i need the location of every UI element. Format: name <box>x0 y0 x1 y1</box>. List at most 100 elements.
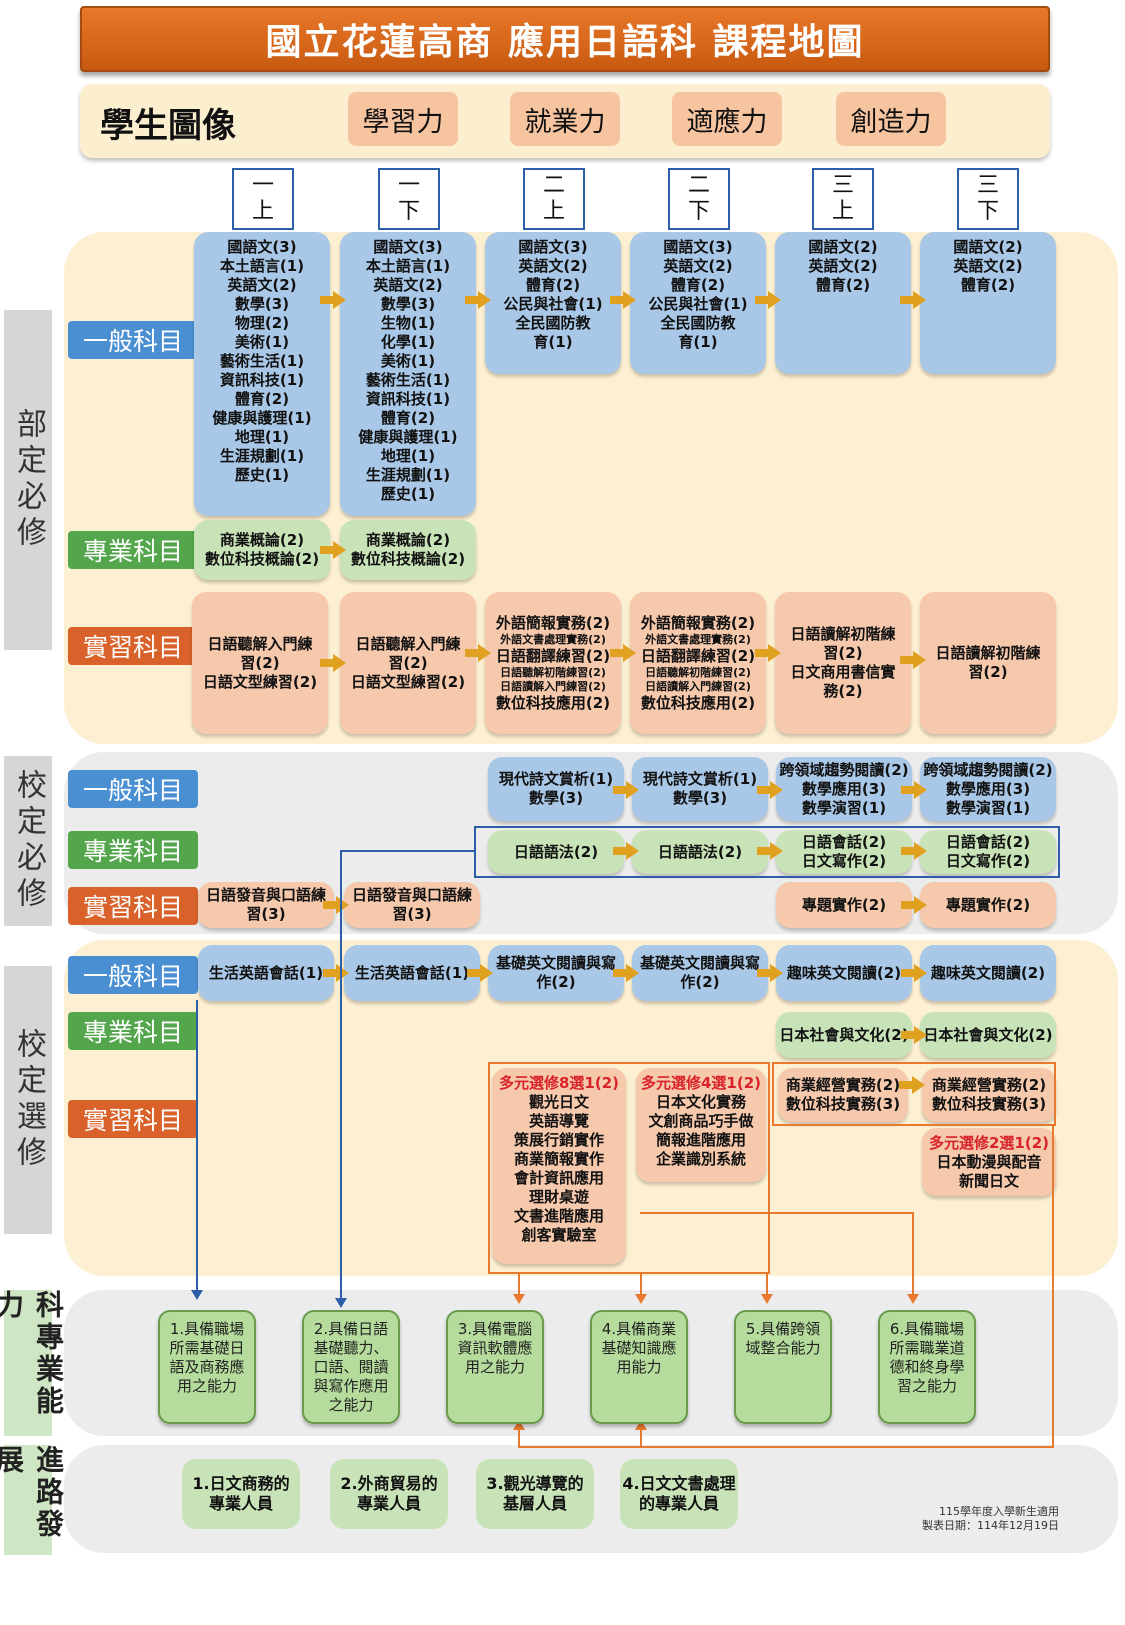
text-line: 基礎英文閱讀與寫 <box>495 954 616 972</box>
cat-national-professional: 專業科目 <box>68 531 198 569</box>
text-line: 數位科技概論(2) <box>350 550 466 568</box>
section-abilities: 科專業能力 <box>0 1290 65 1436</box>
connector-line <box>640 1428 642 1446</box>
cat-elective-general: 一般科目 <box>68 956 198 994</box>
section-careers: 進路發展 <box>0 1445 65 1555</box>
text-line: 5.具備跨領 <box>745 1320 821 1338</box>
text-line: 商業經營實務(2) <box>931 1076 1047 1094</box>
course-box: 趣味英文閱讀(2) <box>920 945 1056 1001</box>
text-line: 本土語言(1) <box>365 257 451 275</box>
course-box: 現代詩文賞析(1)數學(3) <box>632 757 768 821</box>
text-line: 跨領域趨勢閱讀(2) <box>923 760 1053 779</box>
semester-1-2: 一下 <box>378 168 440 230</box>
text-line: 的專業人員 <box>638 1494 719 1513</box>
text-line: 生活英語會話(1) <box>354 963 470 982</box>
semester-1-1: 一上 <box>232 168 294 230</box>
course-box: 國語文(3)英語文(2)體育(2)公民與社會(1)全民國防教育(1) <box>630 232 766 374</box>
text-line: 與寫作應用 <box>313 1377 389 1395</box>
arrow-icon <box>901 842 927 860</box>
text-line: 地理(1) <box>380 447 436 465</box>
cat-national-general: 一般科目 <box>68 321 198 359</box>
text-line: 日本動漫與配音 <box>936 1152 1042 1171</box>
course-box: 跨領域趨勢閱讀(2)數學應用(3)數學演習(1) <box>776 757 912 821</box>
text-line: 作(2) <box>536 973 576 991</box>
connector-line <box>518 1274 520 1296</box>
text-line: 日語聽解初階練習(2) <box>500 665 606 679</box>
text-line: 趣味英文閱讀(2) <box>786 963 902 982</box>
text-line: 資訊科技(1) <box>365 390 451 408</box>
section-national-required: 部定必修 <box>4 310 52 650</box>
text-line: 日文寫作(2) <box>945 852 1031 870</box>
arrow-icon <box>755 644 781 662</box>
text-line: 基層人員 <box>502 1494 567 1513</box>
text-line: 國語文(3) <box>373 238 443 256</box>
text-line: 文書進階應用 <box>513 1207 604 1225</box>
course-box: 日本社會與文化(2) <box>776 1012 912 1058</box>
course-box: 國語文(3)英語文(2)體育(2)公民與社會(1)全民國防教育(1) <box>485 232 621 374</box>
text-line: 2.外商貿易的 <box>340 1474 438 1493</box>
arrow-down-icon <box>907 1294 919 1304</box>
text-line: 數位科技應用(2) <box>495 693 611 712</box>
text-line: 習(2) <box>823 644 863 662</box>
text-line: 日語翻譯練習(2) <box>640 646 756 665</box>
text-line: 用之能力 <box>176 1377 237 1395</box>
course-box: 商業概論(2)數位科技概論(2) <box>340 520 476 580</box>
text-line: 英語文(2) <box>518 257 588 275</box>
ability-3: 3.具備電腦資訊軟體應用之能力 <box>446 1310 544 1424</box>
text-line: 國語文(3) <box>663 238 733 256</box>
student-portrait-bar: 學生圖像 學習力 就業力 適應力 創造力 <box>80 84 1050 158</box>
text-line: 創客實驗室 <box>521 1226 597 1244</box>
footnote: 115學年度入學新生適用 製表日期：114年12月19日 <box>922 1505 1059 1533</box>
connector-line <box>1052 1126 1054 1448</box>
course-box: 趣味英文閱讀(2) <box>776 945 912 1001</box>
semester-2-2: 二下 <box>668 168 730 230</box>
text-line: 體育(2) <box>380 409 436 427</box>
text-line: 會計資訊應用 <box>513 1169 604 1187</box>
text-line: 物理(2) <box>234 314 290 332</box>
cat-school-general: 一般科目 <box>68 770 198 808</box>
course-box: 日語發音與口語練習(3) <box>344 882 480 928</box>
text-line: 習(2) <box>968 663 1008 681</box>
text-line: 企業識別系統 <box>655 1150 746 1168</box>
text-line: 外語文書處理實務(2) <box>500 632 606 646</box>
arrow-icon <box>320 541 346 559</box>
text-line: 數學演習(1) <box>801 798 887 817</box>
text-line: 新聞日文 <box>958 1171 1019 1190</box>
text-line: 數學演習(1) <box>945 798 1031 817</box>
text-line: 日語發音與口語練 <box>205 886 326 904</box>
japanese-core-frame <box>474 826 1060 878</box>
text-line: 日本文化實務 <box>655 1093 746 1111</box>
text-line: 現代詩文賞析(1) <box>498 770 614 788</box>
career-3: 3.觀光導覽的基層人員 <box>476 1459 594 1529</box>
arrow-down-icon <box>635 1294 647 1304</box>
text-line: 生活英語會話(1) <box>208 963 324 982</box>
text-line: 公民與社會(1) <box>503 295 603 313</box>
course-box: 日本社會與文化(2) <box>920 1012 1056 1058</box>
course-box: 商業經營實務(2)數位科技實務(3) <box>778 1068 908 1122</box>
elective-multi-4-box: 多元選修4選1(2) 日本文化實務文創商品巧手做簡報進階應用企業識別系統 <box>636 1068 766 1182</box>
trait-adaptability: 適應力 <box>672 92 782 146</box>
text-line: 藝術生活(1) <box>365 371 451 389</box>
text-line: 英語導覽 <box>528 1112 589 1130</box>
course-box: 商業概論(2)數位科技概論(2) <box>194 520 330 580</box>
course-box: 日語聽解入門練習(2)日語文型練習(2) <box>340 592 476 734</box>
elective-practice-frame <box>488 1062 770 1274</box>
text-line: 日文寫作(2) <box>801 852 887 870</box>
arrow-icon <box>323 896 349 914</box>
arrow-icon <box>320 654 346 672</box>
arrow-icon <box>323 964 349 982</box>
connector-line <box>518 1428 520 1446</box>
text-line: 日語會話(2) <box>945 833 1031 851</box>
text-line: 日語讀解初階練 <box>790 625 896 643</box>
text-line: 國語文(3) <box>227 238 297 256</box>
course-box: 外語簡報實務(2)外語文書處理實務(2)日語翻譯練習(2)日語聽解初階練習(2)… <box>485 592 621 734</box>
text-line: 育(1) <box>678 333 718 351</box>
text-line: 英語文(2) <box>373 276 443 294</box>
text-line: 習(3) <box>392 905 432 923</box>
ability-1: 1.具備職場所需基礎日語及商務應用之能力 <box>158 1310 256 1424</box>
arrow-icon <box>755 291 781 309</box>
text-line: 專題實作(2) <box>801 895 887 914</box>
text-line: 日語讀解初階練 <box>935 644 1041 662</box>
arrow-icon <box>899 1076 925 1094</box>
text-line: 本土語言(1) <box>219 257 305 275</box>
